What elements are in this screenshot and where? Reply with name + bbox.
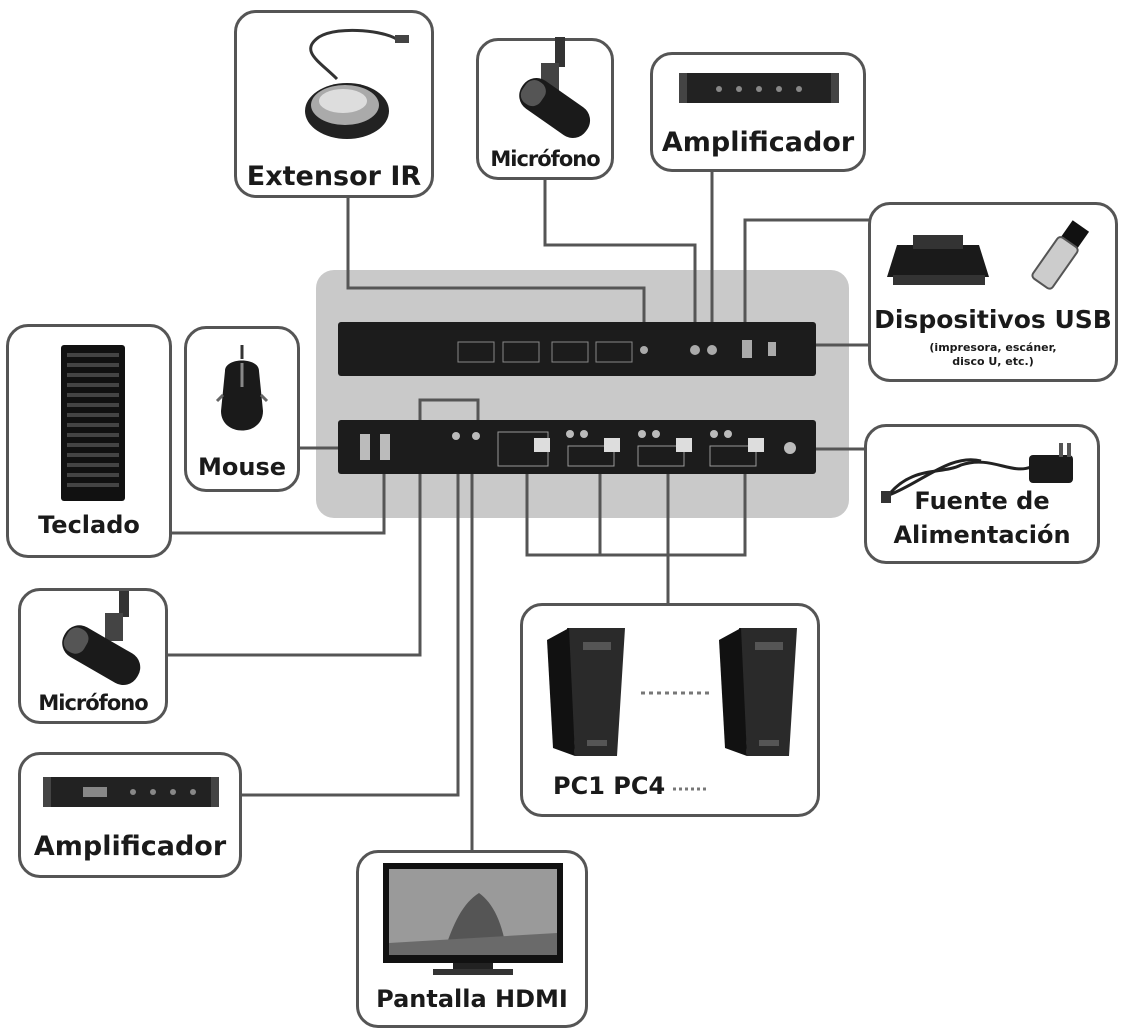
amplifier-icon [43, 777, 219, 807]
keyboard-label: Teclado [38, 511, 140, 539]
line-mic-top [543, 178, 697, 345]
power-supply-label-1: Fuente de [914, 487, 1050, 515]
mouse-icon [215, 345, 269, 431]
ir-receiver-icon [305, 28, 409, 139]
monitor-icon [383, 863, 563, 975]
amplifier-top-label: Amplificador [661, 127, 855, 158]
keyboard-box: Teclado [6, 324, 172, 558]
microphone-top-label: Micrófono [490, 147, 600, 171]
microphone-icon [62, 591, 141, 685]
printer-icon [887, 235, 989, 285]
usb-stick-icon [1031, 220, 1090, 290]
keyboard-icon [61, 345, 125, 501]
hdmi-display-label: Pantalla HDMI [376, 985, 568, 1013]
ir-extender-box: Extensor IR [234, 10, 434, 198]
line-keyboard [172, 465, 386, 535]
mouse-label: Mouse [197, 453, 287, 481]
switch-backdrop [316, 270, 849, 518]
hdmi-display-box: Pantalla HDMI [356, 850, 588, 1028]
power-adapter-icon [881, 443, 1073, 503]
amplifier-left-box: Amplificador [18, 752, 242, 878]
pc-ellipsis-dots [641, 691, 709, 695]
switch-rear-panel [338, 322, 816, 376]
usb-devices-note-2: disco U, etc.) [952, 355, 1034, 368]
amplifier-top-box: Amplificador [650, 52, 866, 172]
microphone-left-box: Micrófono [18, 588, 168, 724]
pc-group-label: PC1 PC4 [553, 772, 666, 800]
line-pc-bus [525, 470, 747, 557]
microphone-icon [519, 37, 591, 138]
line-amp-left [242, 440, 460, 797]
usb-devices-box: Dispositivos USB (impresora, escáner, di… [868, 202, 1118, 382]
amplifier-left-label: Amplificador [33, 831, 227, 862]
line-usb-top [743, 218, 870, 345]
amplifier-icon [679, 73, 839, 103]
power-supply-box: Fuente de Alimentación [864, 424, 1100, 564]
microphone-left-label: Micrófono [38, 691, 148, 715]
line-mic-left [168, 398, 480, 657]
pc-tower-icon [547, 628, 625, 756]
switch-front-panel [338, 420, 816, 474]
mouse-box: Mouse [184, 326, 300, 492]
pc-tower-icon [719, 628, 797, 756]
line-ir [346, 195, 646, 345]
ir-extender-label: Extensor IR [246, 161, 422, 192]
pc-group-box: PC1 PC4 [520, 603, 820, 817]
usb-devices-label: Dispositivos USB [874, 305, 1112, 334]
pc-label-dots [673, 787, 709, 791]
usb-devices-note-1: (impresora, escáner, [929, 341, 1057, 354]
power-supply-label-2: Alimentación [893, 521, 1071, 549]
microphone-top-box: Micrófono [476, 37, 614, 180]
